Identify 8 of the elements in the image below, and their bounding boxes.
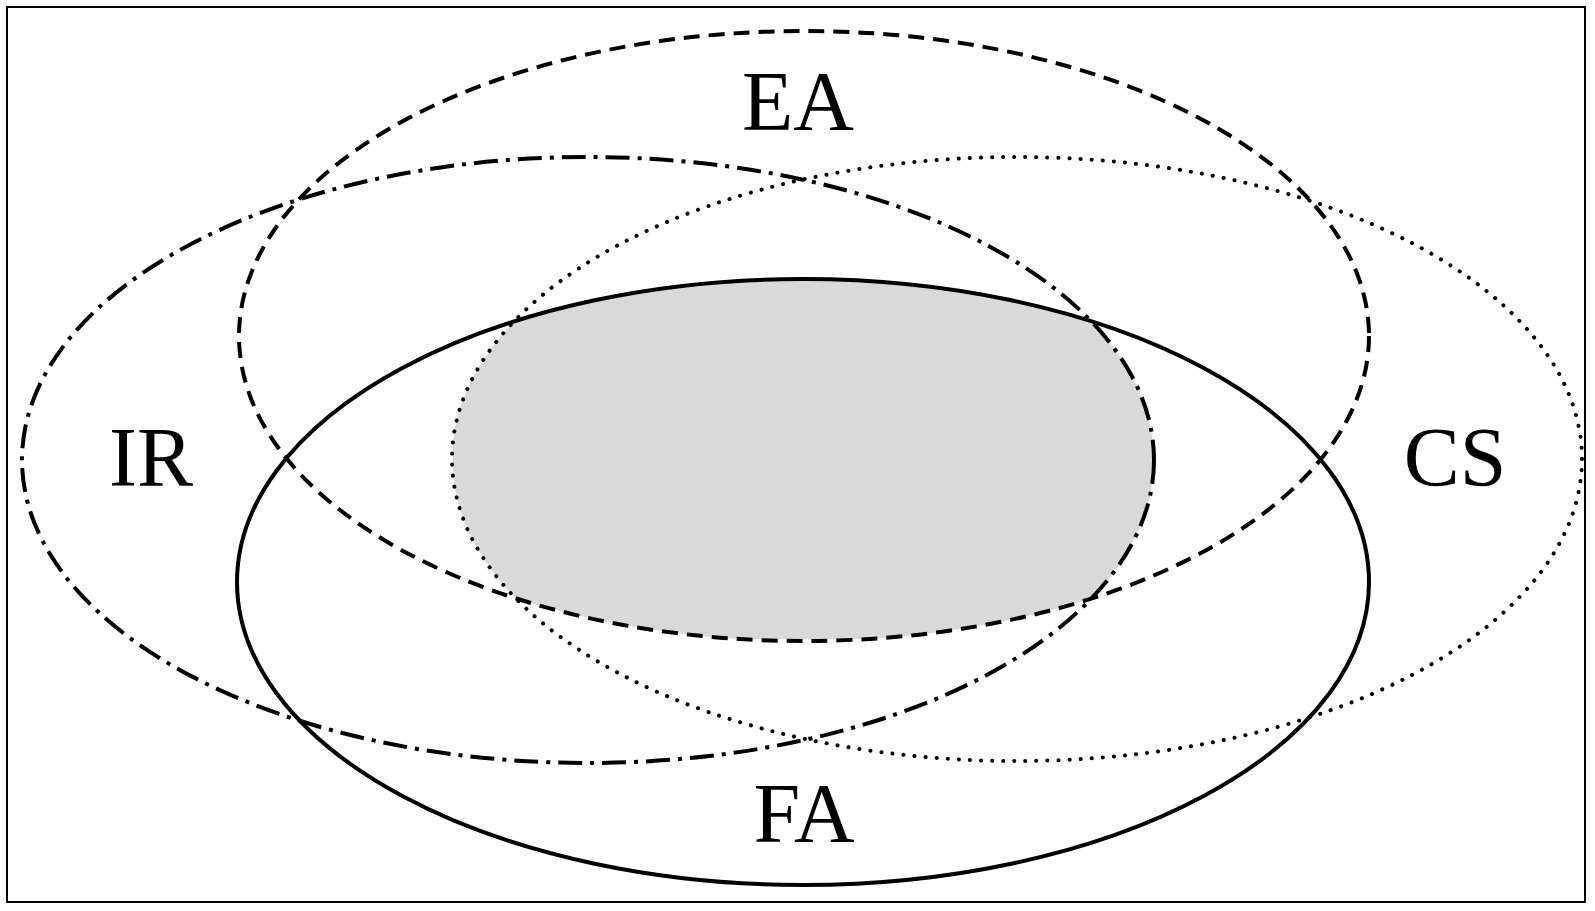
set-label: CS <box>1403 416 1507 500</box>
solid-ellipse <box>235 277 1371 887</box>
dashed-ellipse <box>237 29 1371 643</box>
dash-dot-ellipse <box>20 155 1156 765</box>
dotted-ellipse <box>450 155 1584 763</box>
set-label: FA <box>753 772 855 856</box>
set-label: IR <box>109 416 193 500</box>
set-label: EA <box>742 60 854 144</box>
